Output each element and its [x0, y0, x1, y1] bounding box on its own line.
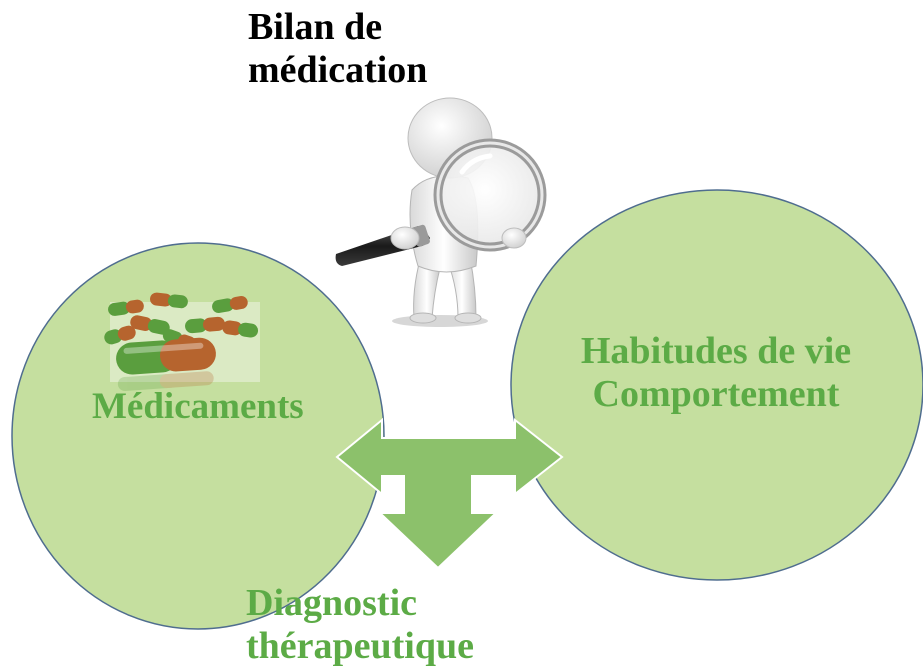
t-arrow-shape — [335, 417, 564, 570]
capsules-icon — [104, 292, 260, 392]
habitudes-circle — [510, 189, 923, 581]
diagnostic-line-2: thérapeutique — [246, 624, 474, 667]
medicaments-circle — [11, 242, 385, 630]
title-line-1: Bilan de — [248, 6, 383, 48]
diagnostic-line-1: Diagnostic — [246, 582, 417, 624]
title-line-2: médication — [248, 48, 428, 91]
habitudes-label: Habitudes de vie Comportement — [516, 330, 916, 415]
diagnostic-label: Diagnostic thérapeutique — [246, 582, 474, 667]
person-with-magnifying-glass-icon — [335, 97, 547, 327]
habitudes-line-1: Habitudes de vie — [580, 330, 852, 372]
medicaments-label: Médicaments — [92, 386, 304, 427]
title: Bilan de médication — [248, 6, 427, 91]
habitudes-line-2: Comportement — [592, 372, 840, 415]
